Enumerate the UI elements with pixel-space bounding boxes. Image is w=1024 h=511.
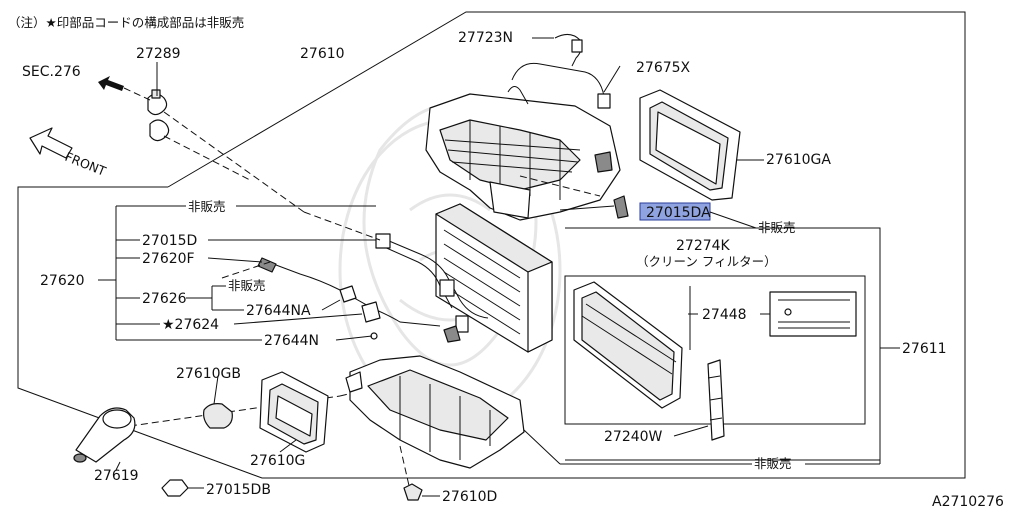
part-lower-case: [345, 355, 525, 469]
part-pipes: [257, 233, 489, 343]
label-27620: 27620: [40, 273, 85, 289]
sec-arrow-icon: [98, 76, 124, 91]
part-evaporator: [435, 203, 553, 353]
label-27611: 27611: [902, 341, 947, 357]
label-27624: ★27624: [162, 317, 219, 333]
part-27015DB-clip: [161, 479, 204, 497]
label-diagram-code: A2710276: [932, 494, 1004, 510]
part-27723N-wire: [554, 34, 583, 67]
label-27620F: 27620F: [142, 251, 195, 267]
label-27610D: 27610D: [442, 489, 497, 505]
front-arrow-icon: [29, 127, 73, 159]
label-27240W: 27240W: [604, 429, 663, 445]
label-27448: 27448: [702, 307, 747, 323]
part-27289-clips: [147, 89, 170, 142]
label-27015DA: 27015DA: [646, 205, 711, 221]
callout-labels: SEC.276 FRONT 27289 27610 27723N 27675X …: [22, 30, 1004, 510]
label-front: FRONT: [63, 149, 109, 179]
label-sec276: SEC.276: [22, 64, 81, 80]
label-27610: 27610: [300, 46, 345, 62]
label-hanbai-bottom: 非販売: [754, 456, 792, 471]
label-clean-filter: （クリーン フィルター）: [636, 254, 777, 269]
label-hanbai-right: 非販売: [758, 220, 796, 235]
part-27448-label: [769, 291, 857, 337]
part-fittings: [339, 285, 381, 340]
label-27675X: 27675X: [636, 60, 691, 76]
label-27015D: 27015D: [142, 233, 197, 249]
label-hanbai-mid: 非販売: [228, 278, 266, 293]
label-27610GA: 27610GA: [766, 152, 831, 168]
label-27723N: 27723N: [458, 30, 513, 46]
leader-lines: [98, 159, 900, 471]
part-hvac-unit: [425, 93, 621, 221]
part-27619-duct: [73, 407, 136, 463]
part-27240W-bracket: [707, 359, 725, 441]
label-27626: 27626: [142, 291, 187, 307]
label-27644N: 27644N: [264, 333, 319, 349]
label-27619: 27619: [94, 468, 139, 484]
label-27644NA: 27644NA: [246, 303, 311, 319]
frame-27611: [565, 227, 881, 461]
part-27675X-wire: [507, 62, 611, 109]
part-27610GA-frame: [639, 89, 741, 201]
part-27015DA-clip: [613, 195, 629, 219]
part-27610D-screw: [403, 483, 440, 501]
part-27610GB-clip: [203, 403, 233, 429]
label-27610GB: 27610GB: [176, 366, 241, 382]
label-27015DB: 27015DB: [206, 482, 271, 498]
label-27289: 27289: [136, 46, 181, 62]
header-note: （注）★印部品コードの構成部品は非販売: [8, 15, 244, 30]
highlight-27015DA: [639, 202, 711, 221]
part-27274K-filter: [573, 281, 683, 409]
frame-27610: [17, 11, 966, 479]
label-hanbai-top: 非販売: [188, 199, 226, 214]
label-27610G: 27610G: [250, 453, 305, 469]
label-27274K: 27274K: [676, 238, 731, 254]
part-27610G-frame: [259, 371, 329, 453]
